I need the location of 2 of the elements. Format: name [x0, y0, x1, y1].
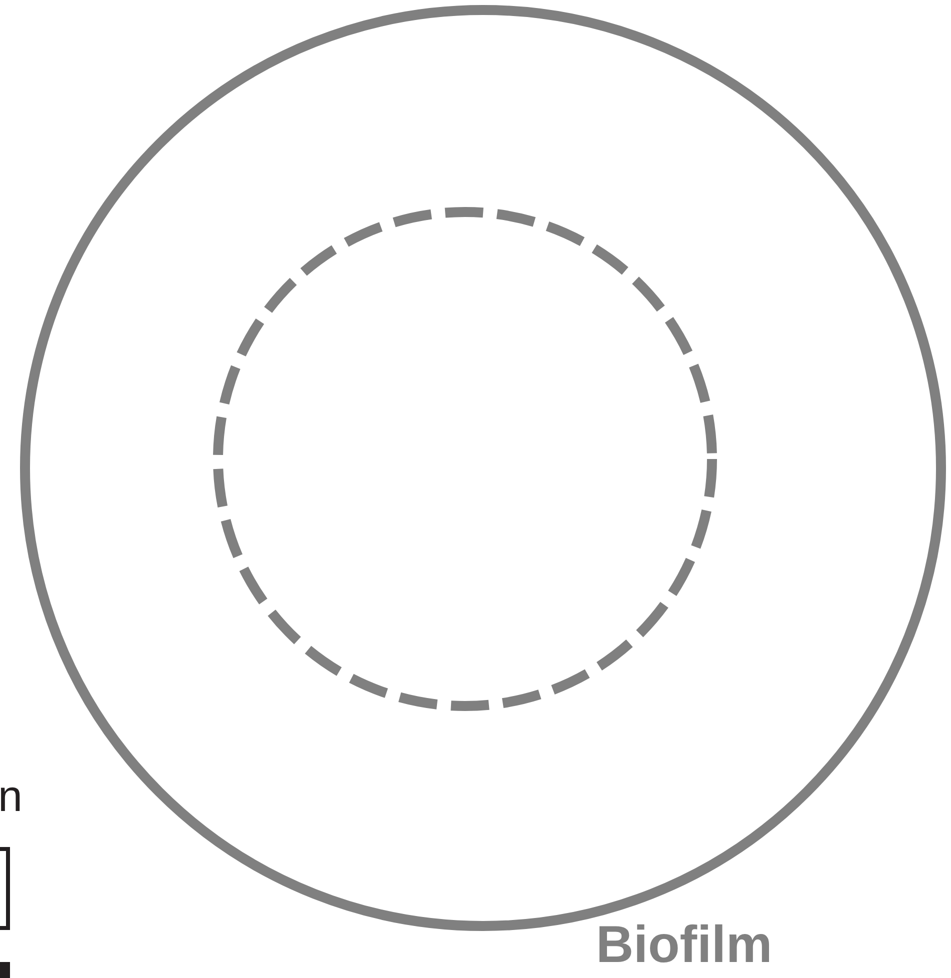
biofilm-label: Biofilm — [596, 915, 772, 975]
text-fragment: n — [0, 772, 22, 822]
